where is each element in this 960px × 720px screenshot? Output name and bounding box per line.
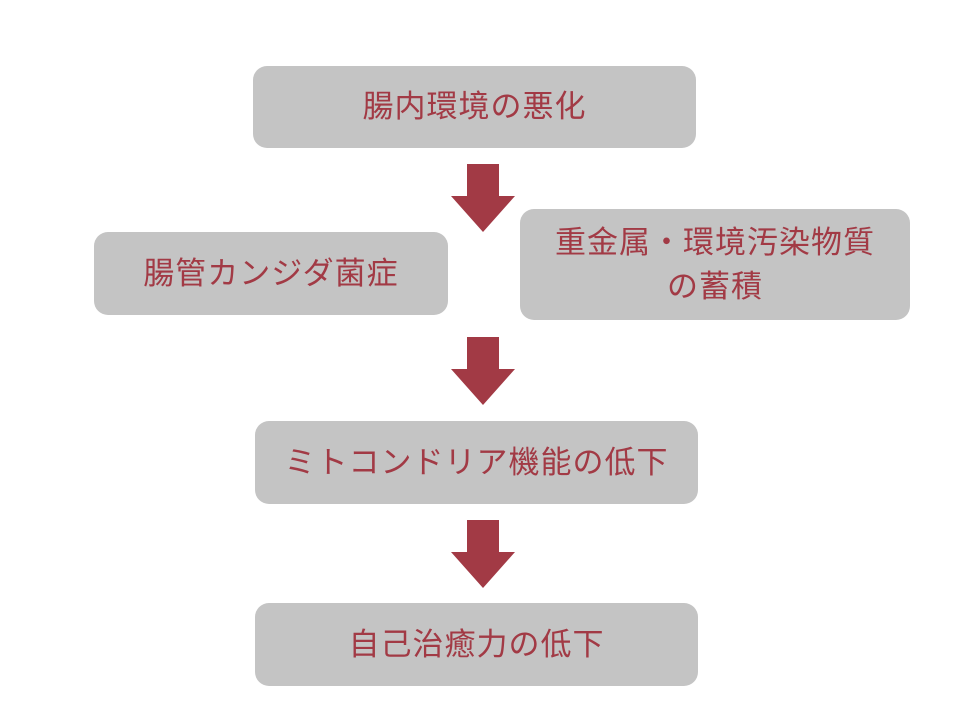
node-intestinal-candidiasis: 腸管カンジダ菌症	[94, 232, 448, 315]
down-arrow-icon	[451, 520, 515, 588]
node-gut-environment-deterioration: 腸内環境の悪化	[253, 66, 696, 148]
node-mitochondrial-function-decline: ミトコンドリア機能の低下	[255, 421, 698, 504]
down-arrow-icon	[451, 337, 515, 405]
node-label: 自己治癒力の低下	[348, 626, 605, 663]
node-heavy-metal-pollutant-accumulation: 重金属・環境汚染物質 の蓄積	[520, 209, 910, 320]
node-label-line-1: 重金属・環境汚染物質	[555, 224, 875, 261]
node-label: 腸管カンジダ菌症	[143, 255, 399, 292]
node-self-healing-decline: 自己治癒力の低下	[255, 603, 698, 686]
node-label-line-2: の蓄積	[667, 268, 763, 305]
down-arrow-icon	[451, 164, 515, 232]
node-label: 腸内環境の悪化	[362, 89, 587, 125]
node-label: ミトコンドリア機能の低下	[284, 444, 669, 481]
